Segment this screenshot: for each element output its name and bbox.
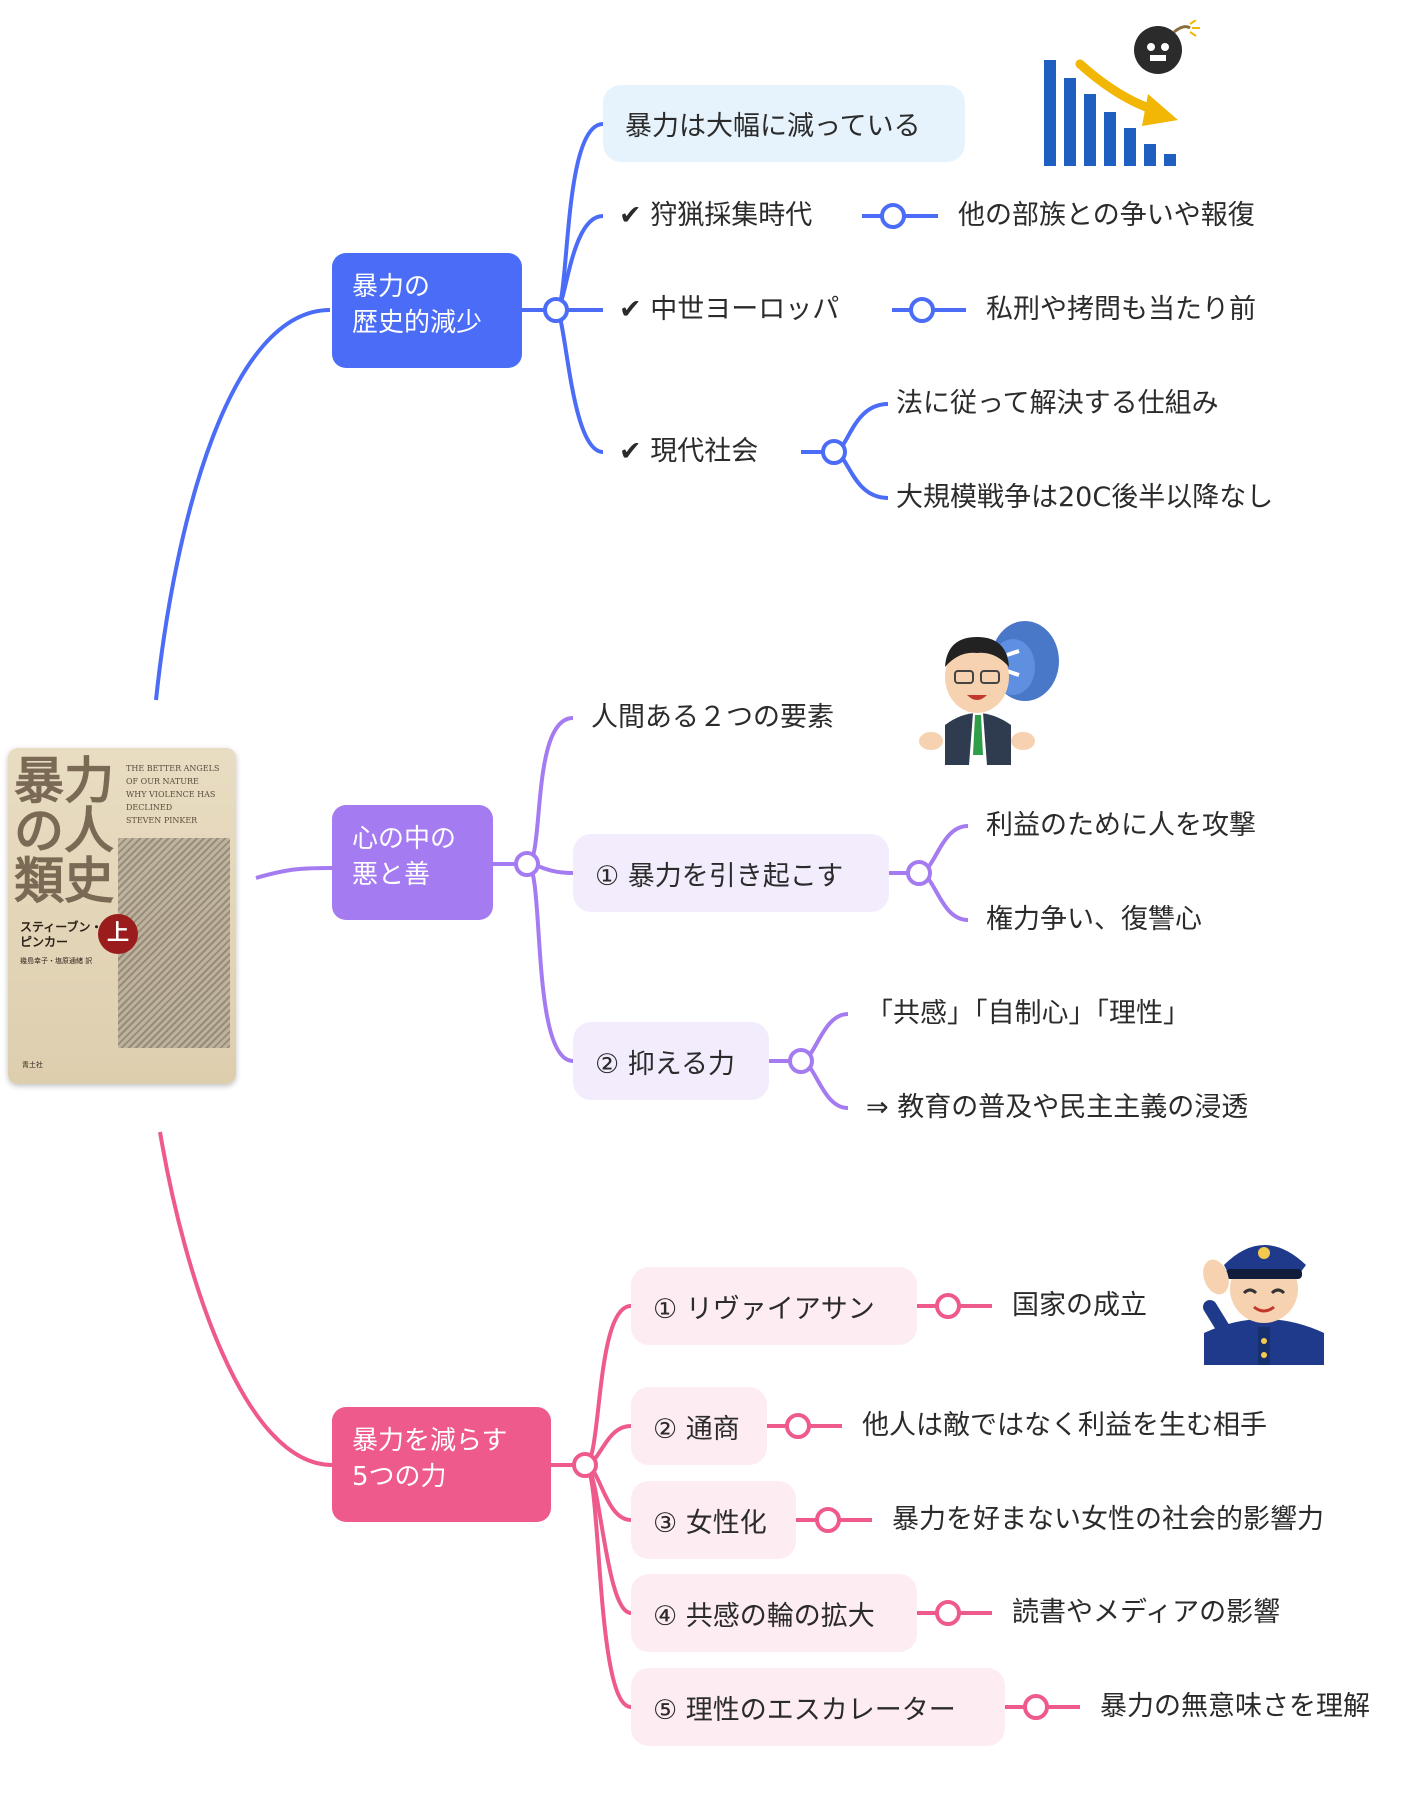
leaf-others-as-partners[interactable]: 他人は敵ではなく利益を生む相手	[862, 1410, 1267, 1441]
bomb	[1134, 26, 1182, 74]
leaf-women-influence[interactable]: 暴力を好まない女性の社会的影響力	[892, 1504, 1324, 1535]
link-book-branch-2	[255, 866, 333, 880]
branch-title-line: 心の中の	[352, 824, 457, 854]
leaf-tribal-conflict[interactable]: 他の部族との争いや報復	[958, 200, 1255, 231]
topic-cause-violence[interactable]: ① 暴力を引き起こす	[573, 834, 889, 912]
leaf-futility-of-violence[interactable]: 暴力の無意味さを理解	[1100, 1691, 1370, 1722]
branch-five-forces[interactable]: 暴力を減らす 5つの力	[332, 1407, 551, 1522]
topic-label: ② 抑える力	[595, 1048, 735, 1080]
arrow-head	[1142, 94, 1178, 126]
chart-bar	[1144, 144, 1156, 166]
topic-modern-society[interactable]: ✔ 現代社会	[619, 436, 759, 467]
branch-good-and-evil[interactable]: 心の中の 悪と善	[332, 805, 493, 920]
branch-historical-decline[interactable]: 暴力の 歴史的減少	[332, 253, 522, 368]
branch-title-line: 暴力を減らす	[352, 1426, 508, 1456]
leaf-lynching-torture[interactable]: 私刑や拷問も当たり前	[986, 294, 1256, 325]
book-engraving	[118, 838, 230, 1048]
branch-title-line: 歴史的減少	[352, 308, 483, 338]
topic-two-elements[interactable]: 人間ある２つの要素	[591, 702, 834, 733]
book-title: 暴力の人類史	[14, 751, 114, 910]
chart-bar	[1084, 94, 1096, 166]
leaf-attack-for-profit[interactable]: 利益のために人を攻撃	[986, 810, 1256, 841]
topic-label: ③ 女性化	[653, 1507, 767, 1539]
chart-bar	[1064, 78, 1076, 166]
topic-label: ① 暴力を引き起こす	[595, 860, 844, 892]
leaf-no-major-wars[interactable]: 大規模戦争は20C後半以降なし	[896, 482, 1274, 513]
link-book-branch-3	[158, 1131, 333, 1467]
topic-label: 暴力は大幅に減っている	[625, 111, 921, 142]
book-english-title: THE BETTER ANGELS OF OUR NATURE WHY VIOL…	[126, 764, 220, 825]
saluting-police-officer-icon	[1203, 1245, 1324, 1365]
leaf-power-revenge[interactable]: 権力争い、復讐心	[986, 904, 1202, 935]
two-faced-businessman-icon	[919, 621, 1059, 765]
leaf-state-formation[interactable]: 国家の成立	[1012, 1290, 1147, 1321]
branch-title-line: 悪と善	[352, 860, 431, 890]
topic-medieval-europe[interactable]: ✔ 中世ヨーロッパ	[619, 294, 840, 325]
topic-commerce[interactable]: ② 通商	[631, 1387, 767, 1465]
chart-bar	[1124, 128, 1136, 166]
book-cover: 暴力の人類史 THE BETTER ANGELS OF OUR NATURE W…	[8, 748, 236, 1084]
topic-leviathan[interactable]: ① リヴァイアサン	[631, 1267, 917, 1345]
declining-bar-chart-bomb-icon	[1044, 20, 1200, 166]
branch-title-line: 5つの力	[352, 1462, 447, 1492]
topic-label: ① リヴァイアサン	[653, 1293, 875, 1325]
leaf-reading-media[interactable]: 読書やメディアの影響	[1012, 1597, 1281, 1628]
chart-bar	[1044, 60, 1056, 166]
topic-escalator-of-reason[interactable]: ⑤ 理性のエスカレーター	[631, 1668, 1005, 1746]
topic-restraining-force[interactable]: ② 抑える力	[573, 1022, 769, 1100]
book-translator: 幾島幸子・塩原通緒 訳	[20, 957, 93, 965]
book-publisher: 青土社	[22, 1061, 43, 1069]
branch-title-line: 暴力の	[352, 272, 431, 302]
topic-label: ⑤ 理性のエスカレーター	[653, 1694, 956, 1726]
topic-hunter-gatherer[interactable]: ✔ 狩猟採集時代	[619, 200, 813, 231]
link-book-branch-1	[154, 308, 331, 701]
topic-label: ② 通商	[653, 1413, 740, 1445]
chart-bar	[1104, 112, 1116, 166]
topic-expanding-empathy[interactable]: ④ 共感の輪の拡大	[631, 1574, 917, 1652]
book-volume-seal: 上	[98, 914, 138, 954]
leaf-rule-of-law[interactable]: 法に従って解決する仕組み	[896, 388, 1219, 419]
chart-bar	[1164, 154, 1176, 166]
topic-feminization[interactable]: ③ 女性化	[631, 1481, 796, 1559]
topic-label: ④ 共感の輪の拡大	[653, 1600, 875, 1632]
book-author: スティーブン・ ピンカー	[20, 920, 103, 949]
leaf-education-democracy[interactable]: ⇒ 教育の普及や民主主義の浸透	[866, 1092, 1249, 1123]
topic-violence-decreased[interactable]: 暴力は大幅に減っている	[603, 85, 965, 162]
leaf-empathy-selfcontrol-reason[interactable]: 「共感」「自制心」「理性」	[866, 998, 1190, 1029]
